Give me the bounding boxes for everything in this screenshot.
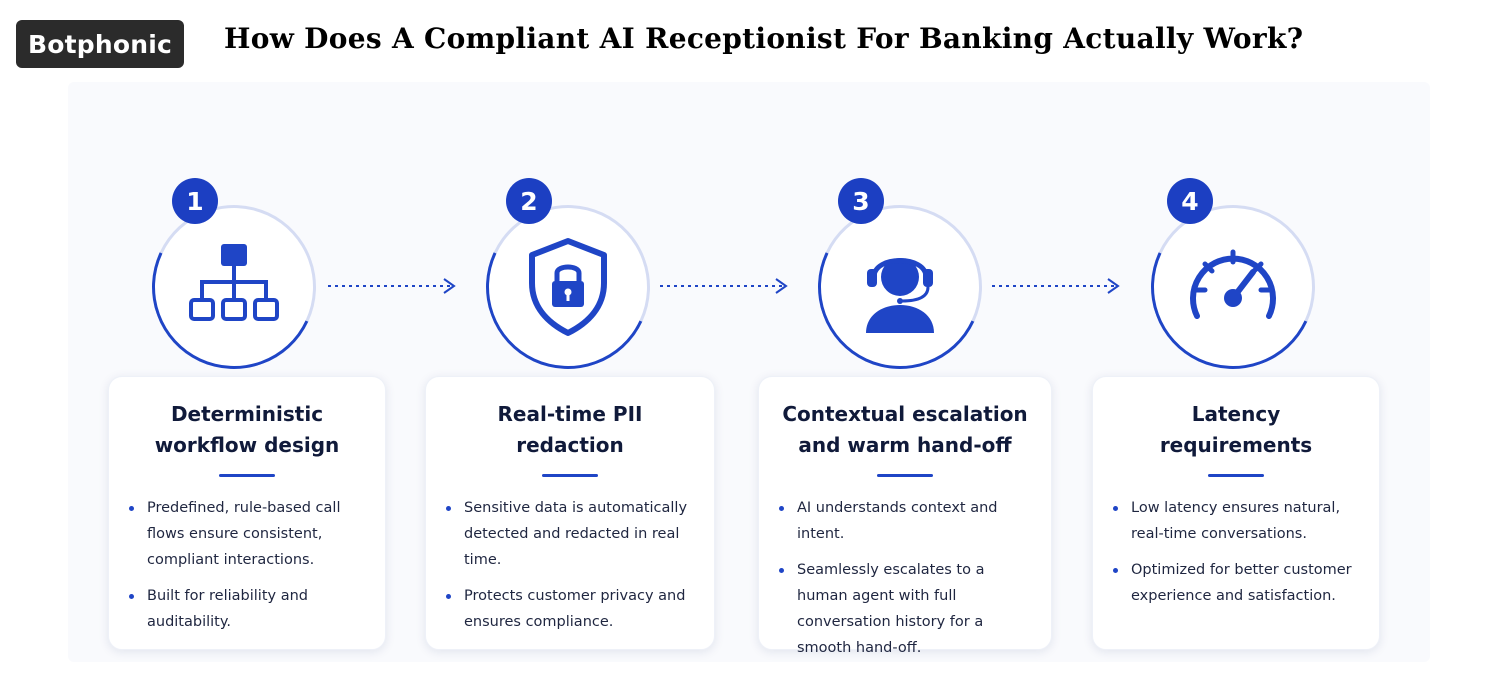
step-2-icon-holder: [486, 205, 650, 369]
step-2-bullets: Sensitive data is automatically detected…: [446, 495, 702, 645]
step-4-title-line1: Latency: [1191, 402, 1281, 426]
workflow-hierarchy-icon: [189, 244, 279, 321]
step-3-bullets: AI understands context and intent. Seaml…: [779, 495, 1039, 671]
step-1-bullets: Predefined, rule-based call flows ensure…: [129, 495, 373, 645]
step-2-title-line2: redaction: [516, 433, 624, 457]
step-4-icon-holder: [1151, 205, 1315, 369]
step-2-title: Real-time PII redaction: [426, 399, 714, 461]
step-1-divider: [219, 474, 275, 477]
step-1-title-line2: workflow design: [154, 433, 340, 457]
step-1-bullet-2: Built for reliability and auditability.: [129, 583, 373, 635]
page-title: How Does A Compliant AI Receptionist For…: [224, 22, 1304, 55]
step-3-bullet-1: AI understands context and intent.: [779, 495, 1039, 547]
step-2-title-line1: Real-time PII: [497, 402, 643, 426]
step-3-icon-holder: [818, 205, 982, 369]
step-1-bullet-1: Predefined, rule-based call flows ensure…: [129, 495, 373, 573]
headset-agent-icon: [866, 258, 934, 333]
step-3-card: Contextual escalation and warm hand-off …: [758, 376, 1052, 656]
shield-lock-icon: [529, 238, 607, 336]
step-3-title-line2: and warm hand-off: [798, 433, 1012, 457]
arrow-connector-3-4: [992, 278, 1120, 294]
step-3-divider: [877, 474, 933, 477]
step-4-divider: [1208, 474, 1264, 477]
step-3-title: Contextual escalation and warm hand-off: [759, 399, 1051, 461]
step-4-card: Latency requirements Low latency ensures…: [1092, 376, 1380, 650]
step-2-divider: [542, 474, 598, 477]
arrow-connector-2-3: [660, 278, 788, 294]
step-4-number-badge: 4: [1167, 178, 1213, 224]
step-4-bullet-1: Low latency ensures natural, real-time c…: [1113, 495, 1367, 547]
speedometer-icon: [1190, 249, 1276, 319]
step-1-icon-holder: [152, 205, 316, 369]
step-2-bullet-1: Sensitive data is automatically detected…: [446, 495, 702, 573]
step-2-bullet-2: Protects customer privacy and ensures co…: [446, 583, 702, 635]
step-3-title-line1: Contextual escalation: [782, 402, 1028, 426]
step-1-card: Deterministic workflow design Predefined…: [108, 376, 386, 650]
arrow-connector-1-2: [328, 278, 456, 294]
step-2-number-badge: 2: [506, 178, 552, 224]
step-1-number-badge: 1: [172, 178, 218, 224]
brand-name: Botphonic: [27, 29, 173, 59]
step-4-bullet-2: Optimized for better customer experience…: [1113, 557, 1367, 609]
step-1-title-line1: Deterministic: [170, 402, 324, 426]
step-1-title: Deterministic workflow design: [109, 399, 385, 461]
step-4-title-line2: requirements: [1159, 433, 1313, 457]
step-3-bullet-2: Seamlessly escalates to a human agent wi…: [779, 557, 1039, 661]
step-3-number-badge: 3: [838, 178, 884, 224]
step-4-bullets: Low latency ensures natural, real-time c…: [1113, 495, 1367, 619]
step-2-card: Real-time PII redaction Sensitive data i…: [425, 376, 715, 650]
brand-logo: Botphonic: [16, 20, 184, 68]
step-4-title: Latency requirements: [1093, 399, 1379, 461]
